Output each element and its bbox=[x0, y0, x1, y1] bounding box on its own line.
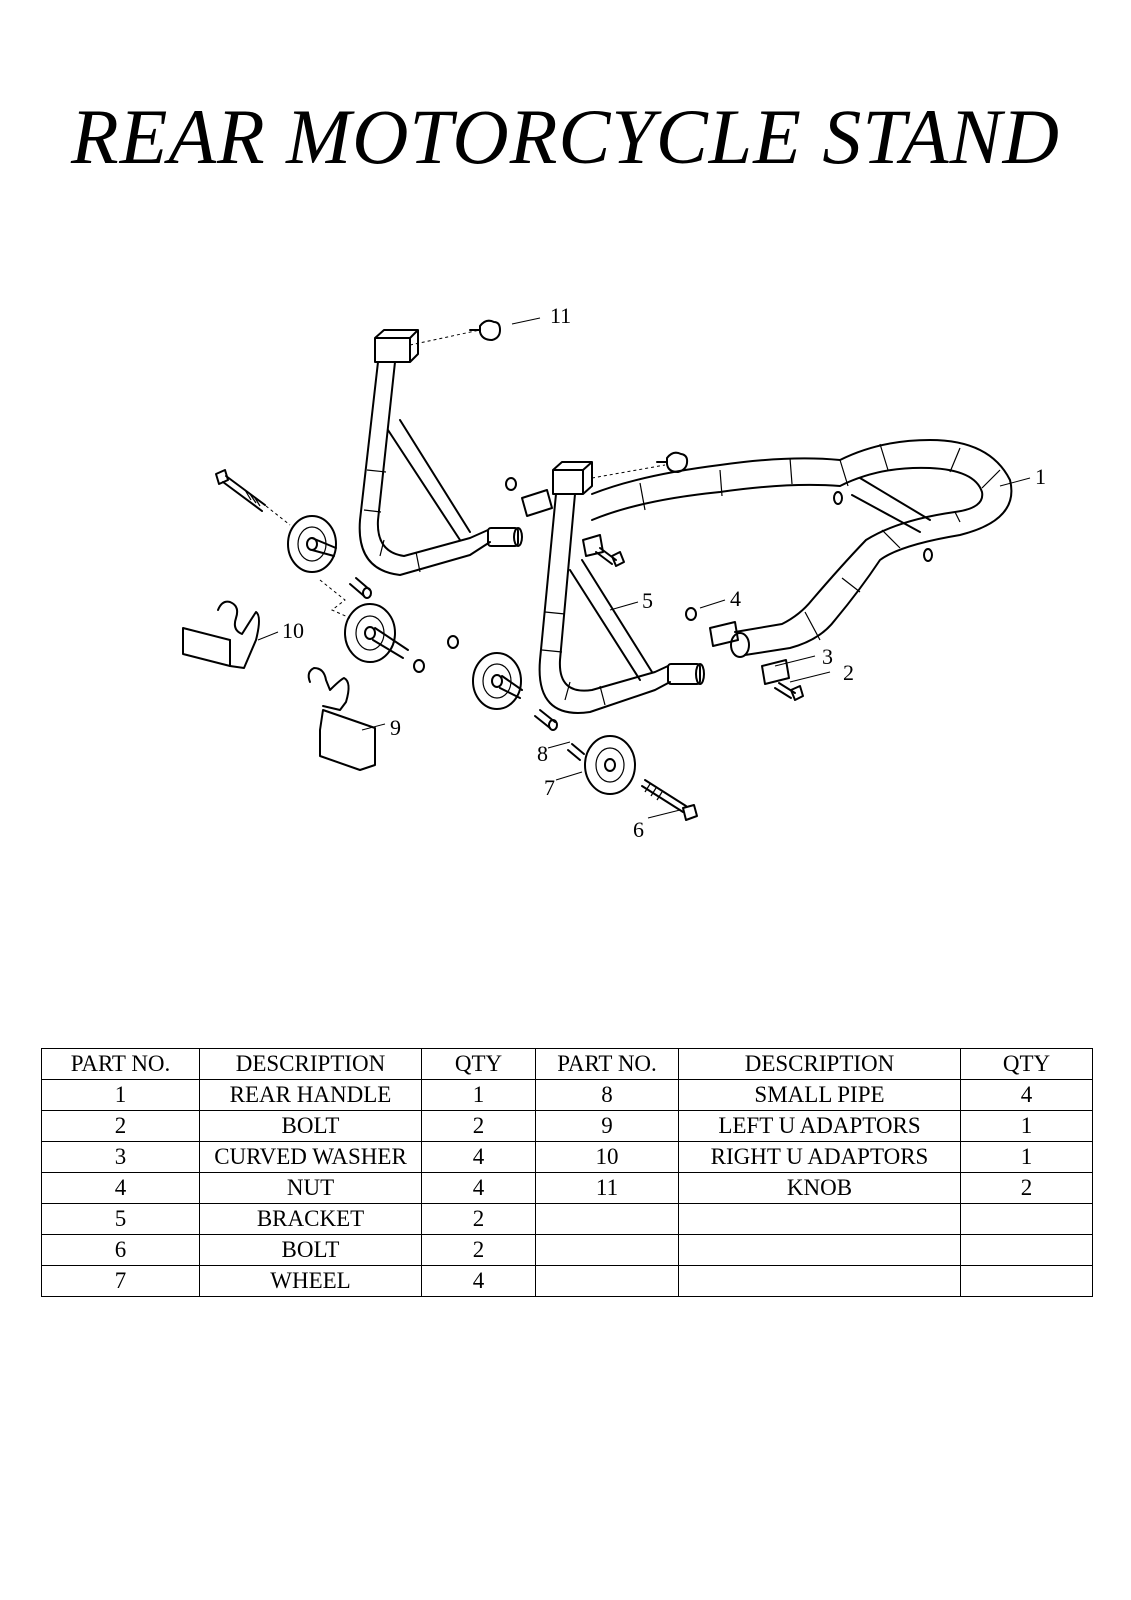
table-row: 6 BOLT 2 bbox=[41, 1234, 1093, 1266]
page-title: REAR MOTORCYCLE STAND bbox=[71, 93, 1060, 180]
table-cell bbox=[960, 1234, 1093, 1266]
table-cell: 1 bbox=[41, 1079, 200, 1111]
callout-1: 1 bbox=[1035, 464, 1046, 489]
table-cell: BOLT bbox=[199, 1110, 422, 1142]
column-header: QTY bbox=[960, 1048, 1093, 1080]
column-header: QTY bbox=[421, 1048, 536, 1080]
callout-8: 8 bbox=[537, 741, 548, 766]
column-header: PART NO. bbox=[41, 1048, 200, 1080]
column-header: DESCRIPTION bbox=[199, 1048, 422, 1080]
callout-7: 7 bbox=[544, 775, 555, 800]
table-cell: 5 bbox=[41, 1203, 200, 1235]
table-cell: BRACKET bbox=[199, 1203, 422, 1235]
table-cell bbox=[678, 1203, 961, 1235]
small-pipe bbox=[349, 577, 372, 599]
table-cell: 2 bbox=[960, 1172, 1093, 1204]
table-cell: 1 bbox=[960, 1110, 1093, 1142]
small-pipe bbox=[567, 743, 585, 761]
table-cell: 10 bbox=[535, 1141, 679, 1173]
table-cell bbox=[535, 1203, 679, 1235]
wheel bbox=[287, 515, 337, 573]
table-cell bbox=[535, 1234, 679, 1266]
wheel bbox=[584, 735, 636, 795]
left-u-adaptor bbox=[307, 667, 376, 771]
table-cell: 7 bbox=[41, 1265, 200, 1297]
table-cell: LEFT U ADAPTORS bbox=[678, 1110, 961, 1142]
table-header-row: PART NO. DESCRIPTION QTY PART NO. DESCRI… bbox=[41, 1048, 1093, 1080]
column-header: PART NO. bbox=[535, 1048, 679, 1080]
wheel bbox=[472, 652, 523, 710]
wheel bbox=[344, 603, 409, 663]
table-cell: 1 bbox=[421, 1079, 536, 1111]
table-cell: 8 bbox=[535, 1079, 679, 1111]
table-cell bbox=[678, 1265, 961, 1297]
table-cell: 4 bbox=[421, 1172, 536, 1204]
callout-4: 4 bbox=[730, 586, 741, 611]
callout-10: 10 bbox=[282, 618, 304, 643]
leader-lines bbox=[257, 317, 1031, 819]
table-cell: CURVED WASHER bbox=[199, 1141, 422, 1173]
table-cell bbox=[678, 1234, 961, 1266]
callout-9: 9 bbox=[390, 715, 401, 740]
table-row: 3 CURVED WASHER 4 10 RIGHT U ADAPTORS 1 bbox=[41, 1141, 1093, 1173]
callout-6: 6 bbox=[633, 817, 644, 842]
parts-table: PART NO. DESCRIPTION QTY PART NO. DESCRI… bbox=[41, 1048, 1093, 1297]
table-cell: 4 bbox=[421, 1141, 536, 1173]
right-bracket bbox=[538, 461, 705, 714]
table-cell: 2 bbox=[421, 1110, 536, 1142]
callout-3: 3 bbox=[822, 644, 833, 669]
table-cell bbox=[535, 1265, 679, 1297]
table-row: 2 BOLT 2 9 LEFT U ADAPTORS 1 bbox=[41, 1110, 1093, 1142]
table-cell: 11 bbox=[535, 1172, 679, 1204]
table-row: 5 BRACKET 2 bbox=[41, 1203, 1093, 1235]
table-cell: 1 bbox=[960, 1141, 1093, 1173]
nut bbox=[413, 477, 697, 673]
small-bolt bbox=[595, 547, 625, 567]
exploded-diagram: 11 1 5 4 3 2 10 9 8 7 6 bbox=[182, 303, 1046, 842]
rear-handle bbox=[591, 439, 1013, 658]
table-cell: WHEEL bbox=[199, 1265, 422, 1297]
table-cell: NUT bbox=[199, 1172, 422, 1204]
small-pipe bbox=[534, 709, 558, 731]
table-cell: SMALL PIPE bbox=[678, 1079, 961, 1111]
knob bbox=[469, 319, 501, 341]
knob bbox=[656, 451, 689, 473]
callout-2: 2 bbox=[843, 660, 854, 685]
table-cell: 9 bbox=[535, 1110, 679, 1142]
table-cell: KNOB bbox=[678, 1172, 961, 1204]
table-row: 7 WHEEL 4 bbox=[41, 1265, 1093, 1297]
long-bolt bbox=[215, 469, 266, 512]
left-bracket bbox=[358, 329, 523, 576]
table-cell: 4 bbox=[41, 1172, 200, 1204]
table-cell bbox=[960, 1203, 1093, 1235]
table-cell: 2 bbox=[421, 1203, 536, 1235]
small-bolt bbox=[774, 682, 804, 701]
table-row: 1 REAR HANDLE 1 8 SMALL PIPE 4 bbox=[41, 1079, 1093, 1111]
table-cell: 2 bbox=[41, 1110, 200, 1142]
callout-11: 11 bbox=[550, 303, 571, 328]
table-cell: 4 bbox=[421, 1265, 536, 1297]
right-u-adaptor bbox=[182, 600, 260, 669]
table-cell: BOLT bbox=[199, 1234, 422, 1266]
table-cell: 6 bbox=[41, 1234, 200, 1266]
table-row: 4 NUT 4 11 KNOB 2 bbox=[41, 1172, 1093, 1204]
column-header: DESCRIPTION bbox=[678, 1048, 961, 1080]
table-cell bbox=[960, 1265, 1093, 1297]
long-bolt bbox=[641, 779, 698, 821]
table-cell: 4 bbox=[960, 1079, 1093, 1111]
table-cell: REAR HANDLE bbox=[199, 1079, 422, 1111]
callout-5: 5 bbox=[642, 588, 653, 613]
table-cell: 3 bbox=[41, 1141, 200, 1173]
table-cell: RIGHT U ADAPTORS bbox=[678, 1141, 961, 1173]
table-cell: 2 bbox=[421, 1234, 536, 1266]
curved-washer bbox=[521, 489, 790, 685]
